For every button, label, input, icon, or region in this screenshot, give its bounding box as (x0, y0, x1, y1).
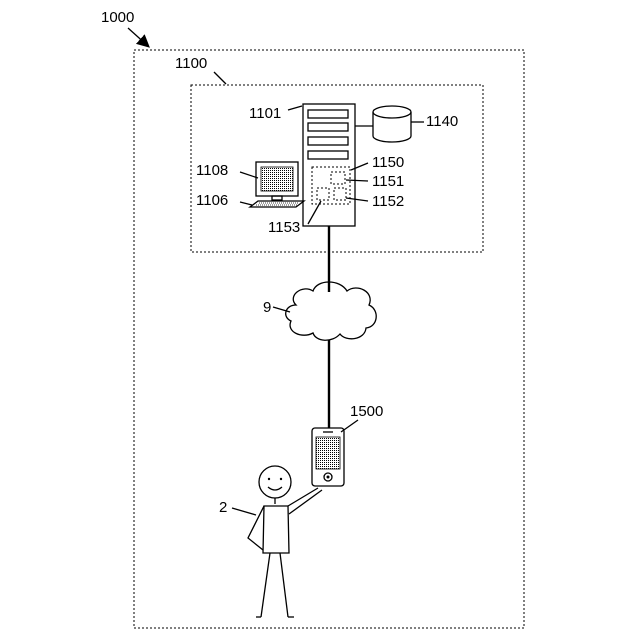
keyboard-icon (250, 201, 304, 207)
label-module-3: 1153 (268, 219, 300, 236)
processor-leader (351, 163, 368, 170)
user-leader (232, 508, 256, 515)
label-processor: 1150 (372, 154, 404, 171)
module-2-leader (346, 198, 368, 201)
server-leader (288, 106, 302, 110)
label-server: 1101 (249, 105, 281, 122)
label-mobile: 1500 (350, 403, 383, 420)
server-system-leader (214, 72, 226, 84)
monitor-icon (256, 162, 298, 200)
processor-block (312, 167, 350, 204)
label-user: 2 (219, 499, 227, 516)
module-3-leader (308, 201, 321, 224)
user-figure-icon (248, 466, 322, 617)
label-terminal: 1108 (196, 162, 228, 179)
mobile-leader (341, 420, 358, 432)
module-1-leader (346, 180, 368, 181)
server-icon (303, 104, 355, 226)
network-cloud-icon (286, 282, 377, 340)
system-arrow (128, 28, 148, 46)
label-keyboard: 1106 (196, 192, 228, 209)
database-icon (373, 106, 411, 142)
label-module-2: 1152 (372, 193, 404, 210)
label-server-system: 1100 (175, 55, 207, 72)
label-network: 9 (263, 299, 271, 316)
module-1153-block (317, 188, 329, 200)
mobile-device-icon (312, 428, 344, 486)
module-1151-block (331, 172, 345, 184)
terminal-leader (240, 172, 258, 178)
label-module-1: 1151 (372, 173, 404, 190)
module-1152-block (334, 188, 346, 200)
label-database: 1140 (426, 113, 458, 130)
label-system: 1000 (101, 9, 134, 26)
keyboard-leader (240, 202, 252, 205)
